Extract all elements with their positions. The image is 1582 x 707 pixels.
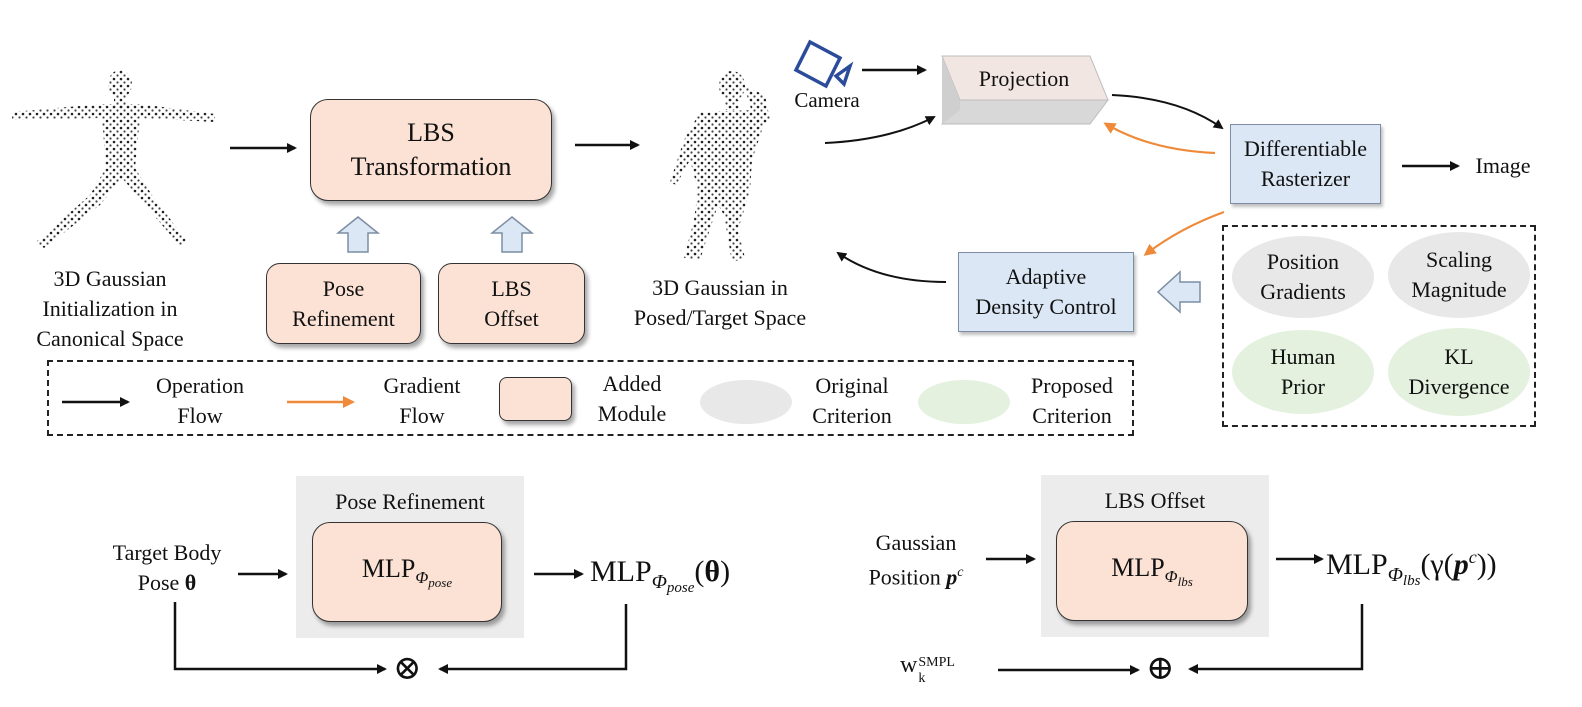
mlp-lbs-text: MLPΦlbs <box>1111 552 1193 589</box>
legend-original-criterion: Original Criterion <box>812 373 892 428</box>
mlp-lbs-output: MLPΦlbs(γ(pc)) <box>1326 547 1497 589</box>
multiply-operator: ⊗ <box>393 650 422 687</box>
mlp-pose-box: MLPΦpose <box>312 522 502 622</box>
camera-icon <box>793 39 854 89</box>
legend-gradient-flow: Gradient Flow <box>383 373 461 428</box>
differentiable-rasterizer-box: Differentiable Rasterizer <box>1230 124 1381 204</box>
mlp-pose-text: MLPΦpose <box>361 553 453 590</box>
mlp-lbs-box: MLPΦlbs <box>1056 521 1248 621</box>
pose-refinement-title: Pose Refinement <box>335 489 485 514</box>
lbs-offset-title: LBS Offset <box>1104 488 1206 513</box>
camera-label: Camera <box>794 88 860 112</box>
block-arrow-up-pose <box>335 216 381 253</box>
lbs-offset-box: LBS Offset <box>438 263 585 344</box>
posed-space-label: 3D Gaussian in Posed/Target Space <box>633 275 807 330</box>
legend-proposed-criterion-swatch <box>918 380 1010 424</box>
legend-operation-flow: Operation Flow <box>156 373 244 428</box>
canonical-space-label: 3D Gaussian Initialization in Canonical … <box>36 266 184 351</box>
legend-added-module-swatch <box>499 377 572 421</box>
image-label: Image <box>1475 153 1531 178</box>
scaling-magnitude-criterion: Scaling Magnitude <box>1388 232 1530 318</box>
mlp-pose-output: MLPΦpose(θ) <box>590 555 731 596</box>
position-gradients-criterion: Position Gradients <box>1232 236 1374 318</box>
add-operator: ⊕ <box>1146 650 1175 687</box>
target-body-pose-label: Target Body Pose θ <box>112 540 222 595</box>
pose-refinement-box: Pose Refinement <box>266 263 421 344</box>
adaptive-density-control-box: Adaptive Density Control <box>958 252 1134 332</box>
canonical-gaussian-figure <box>12 70 215 248</box>
block-arrow-left-adc <box>1156 270 1201 314</box>
posed-gaussian-figure <box>670 71 770 262</box>
projection-slab <box>941 55 1109 125</box>
density-criteria-panel <box>1222 225 1536 427</box>
legend-panel <box>47 360 1134 436</box>
kl-divergence-criterion: KL Divergence <box>1388 328 1530 416</box>
legend-proposed-criterion: Proposed Criterion <box>1031 373 1113 428</box>
gaussian-position-label: Gaussian Position pc <box>868 530 964 590</box>
lbs-transformation-box: LBS Transformation <box>310 99 552 201</box>
legend-original-criterion-swatch <box>700 380 792 424</box>
human-prior-criterion: Human Prior <box>1232 330 1374 414</box>
block-arrow-up-offset <box>489 216 535 253</box>
projection-label: Projection <box>978 66 1070 91</box>
legend-added-module: Added Module <box>597 371 667 426</box>
